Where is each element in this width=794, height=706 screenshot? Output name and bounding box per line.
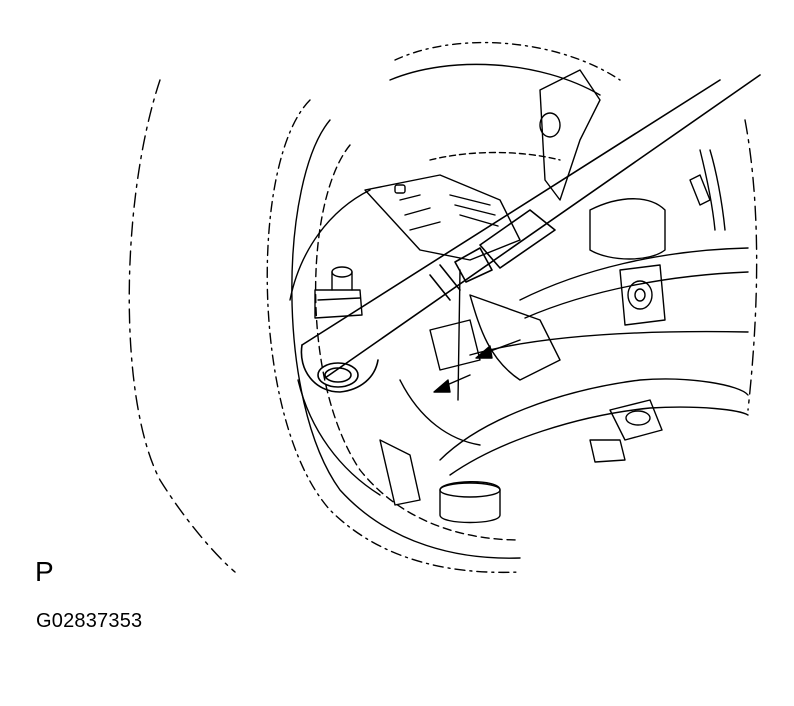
knuckle-assembly	[364, 69, 601, 506]
figure-letter-label: P	[35, 556, 54, 587]
direction-arrows	[433, 269, 521, 401]
lower-bolts	[439, 399, 663, 524]
strut-assembly	[589, 149, 726, 326]
tire-outline	[128, 79, 758, 573]
wheel-rotor	[266, 41, 621, 574]
ball-joint-stud	[314, 266, 363, 319]
figure-code: G02837353	[36, 610, 143, 632]
wrench-tool	[300, 74, 761, 393]
lower-control-arm	[439, 247, 749, 476]
